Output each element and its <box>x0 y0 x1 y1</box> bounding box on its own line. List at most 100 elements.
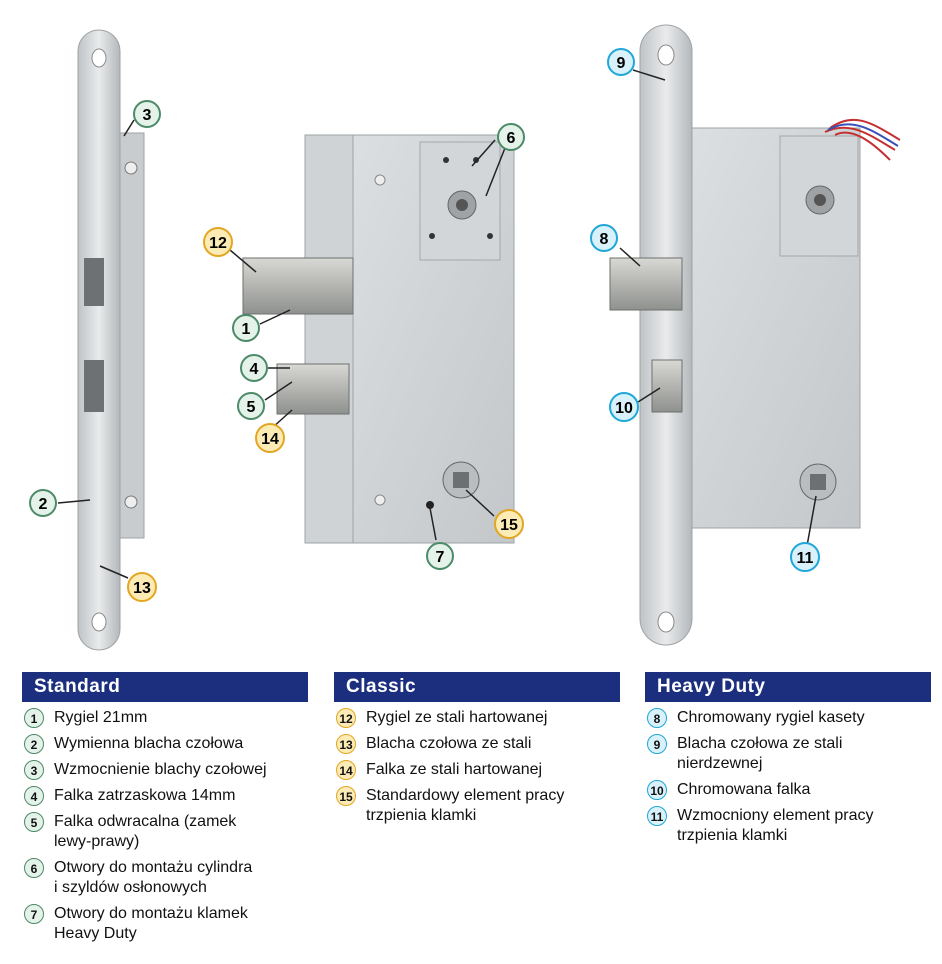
item-text: Wzmocniony element pracy <box>677 807 874 824</box>
item-number: 13 <box>336 734 356 754</box>
item-text-continued: trzpienia klamki <box>677 827 788 844</box>
list-item: 9 Blacha czołowa ze stali nierdzewnej <box>645 734 931 774</box>
item-number: 6 <box>24 858 44 878</box>
callout-15: 15 <box>494 509 524 539</box>
screw <box>374 494 386 506</box>
list-item: 10 Chromowana falka <box>645 780 931 800</box>
svg-text:4: 4 <box>250 361 259 378</box>
item-number: 5 <box>24 812 44 832</box>
wires <box>824 118 901 161</box>
callout-5: 5 <box>237 392 265 420</box>
standard-header: Standard <box>22 672 308 702</box>
item-text: Wzmocnienie blachy czołowej <box>54 761 267 778</box>
item-text: Chromowana falka <box>677 781 811 798</box>
handle-mounting-hole <box>426 501 434 509</box>
svg-text:2: 2 <box>39 496 48 513</box>
spindle-square <box>453 472 469 488</box>
callout-13: 13 <box>127 572 157 602</box>
item-text: Blacha czołowa ze stali <box>677 735 843 752</box>
callout-4: 4 <box>240 354 268 382</box>
item-number: 15 <box>336 786 356 806</box>
mounting-hole <box>429 233 435 239</box>
svg-text:13: 13 <box>133 580 151 597</box>
heavy-duty-list: 8 Chromowany rygiel kasety 9 Blacha czołow… <box>645 708 931 846</box>
item-number: 11 <box>647 806 667 826</box>
item-number: 3 <box>24 760 44 780</box>
callout-11: 11 <box>790 542 820 572</box>
svg-text:6: 6 <box>507 130 516 147</box>
screw-hole <box>657 44 675 66</box>
item-number: 12 <box>336 708 356 728</box>
item-text: Otwory do montażu klamek <box>54 905 248 922</box>
svg-text:10: 10 <box>615 400 633 417</box>
wires <box>827 123 899 147</box>
callout-9: 9 <box>607 48 635 76</box>
classic-header: Classic <box>334 672 620 702</box>
callout-2: 2 <box>29 489 57 517</box>
screw <box>124 495 138 509</box>
callouts: 3 2 13 6 12 1 4 5 14 15 7 9 8 10 11 <box>29 48 820 602</box>
classic-section: Classic 12 Rygiel ze stali hartowanej 13 B… <box>334 672 620 832</box>
svg-text:14: 14 <box>261 431 279 448</box>
item-number: 10 <box>647 780 667 800</box>
item-text-continued: lewy-prawy) <box>54 833 140 850</box>
list-item: 8 Chromowany rygiel kasety <box>645 708 931 728</box>
item-text-continued: nierdzewnej <box>677 755 763 772</box>
item-text: Otwory do montażu cylindra <box>54 859 253 876</box>
item-number: 8 <box>647 708 667 728</box>
lock-illustration: 3 2 13 6 12 1 4 5 14 15 7 9 8 10 11 <box>29 24 901 651</box>
cylinder-hole-inner <box>814 194 826 206</box>
svg-text:5: 5 <box>247 399 256 416</box>
classic-lock <box>242 134 515 544</box>
item-text: Blacha czołowa ze stali <box>366 735 532 752</box>
callout-7: 7 <box>426 542 454 570</box>
item-text: Rygiel ze stali hartowanej <box>366 709 548 726</box>
screw-hole <box>657 611 675 633</box>
callout-10: 10 <box>609 392 639 422</box>
callout-8: 8 <box>590 224 618 252</box>
item-text: Falka odwracalna (zamek <box>54 813 237 830</box>
list-item: 12 Rygiel ze stali hartowanej <box>334 708 620 728</box>
classic-latch <box>276 363 350 415</box>
bolt-opening <box>84 258 104 306</box>
item-text: Falka zatrzaskowa 14mm <box>54 787 236 804</box>
faceplate-reinforcement <box>117 132 145 539</box>
mounting-hole <box>487 233 493 239</box>
svg-text:12: 12 <box>209 235 227 252</box>
standard-faceplate <box>77 29 121 651</box>
svg-text:15: 15 <box>500 517 518 534</box>
item-number: 14 <box>336 760 356 780</box>
screw-hole <box>91 612 107 632</box>
item-text-continued: Heavy Duty <box>54 925 137 942</box>
screw <box>124 161 138 175</box>
lock-case-front <box>304 134 354 544</box>
item-number: 2 <box>24 734 44 754</box>
svg-text:8: 8 <box>600 231 609 248</box>
mounting-hole <box>443 157 449 163</box>
callout-12: 12 <box>203 227 233 257</box>
heavy-duty-bolt <box>609 257 683 311</box>
classic-bolt <box>242 257 354 315</box>
list-item: 4 Falka zatrzaskowa 14mm <box>22 786 308 806</box>
item-text: Chromowany rygiel kasety <box>677 709 865 726</box>
heavy-duty-faceplate <box>639 24 693 646</box>
classic-list: 12 Rygiel ze stali hartowanej 13 Blacha cz… <box>334 708 620 826</box>
svg-text:1: 1 <box>242 321 251 338</box>
cylinder-hole-inner <box>456 199 468 211</box>
latch-opening <box>84 360 104 412</box>
item-number: 4 <box>24 786 44 806</box>
item-number: 7 <box>24 904 44 924</box>
item-text-continued: trzpienia klamki <box>366 807 477 824</box>
screw-hole <box>91 48 107 68</box>
svg-text:7: 7 <box>436 549 445 566</box>
svg-text:11: 11 <box>797 550 814 567</box>
list-item: 13 Blacha czołowa ze stali <box>334 734 620 754</box>
item-number: 9 <box>647 734 667 754</box>
